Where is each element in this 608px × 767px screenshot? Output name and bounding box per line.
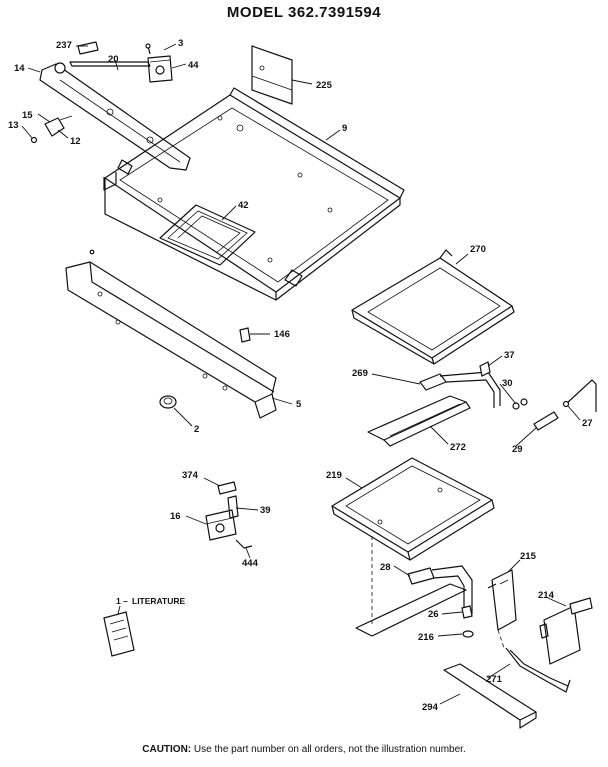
- callout-12: 12: [70, 136, 81, 147]
- valve-part-44: [147, 55, 173, 83]
- callout-269: 269: [352, 368, 368, 379]
- bracket-part-39: [227, 495, 239, 519]
- valve-part-29: [533, 411, 559, 431]
- callout-2: 2: [194, 424, 199, 435]
- clip-part-374: [217, 481, 237, 495]
- callout-44: 44: [188, 60, 199, 71]
- callout-444: 444: [242, 558, 259, 569]
- burner-pipe-part-28: [355, 565, 473, 637]
- bracket-part-225: [251, 45, 293, 105]
- tray-part-270: [351, 249, 515, 365]
- callout-16: 16: [170, 511, 181, 522]
- callout-20: 20: [108, 54, 119, 65]
- callout-26: 26: [428, 609, 439, 620]
- bracket-part-215: [487, 569, 517, 631]
- callout-270: 270: [470, 244, 486, 255]
- orifice-part-12: [44, 115, 73, 137]
- callout-3: 3: [178, 38, 183, 49]
- nut-part-13: [30, 136, 38, 144]
- literature-label: LITERATURE: [132, 596, 186, 606]
- callout-42: 42: [238, 200, 249, 211]
- tube-part-271: [505, 647, 571, 693]
- callout-29: 29: [512, 444, 523, 455]
- callout-237: 237: [56, 40, 72, 51]
- callout-225: 225: [316, 80, 333, 91]
- washer-part-216: [462, 630, 474, 638]
- elbow-part-444: [235, 539, 253, 549]
- callout-27: 27: [582, 418, 593, 429]
- caution-note: CAUTION: Use the part number on all orde…: [0, 744, 608, 755]
- nut-part-26: [461, 605, 473, 619]
- callout-146: 146: [274, 329, 290, 340]
- callout-14: 14: [14, 63, 25, 74]
- caution-text: Use the part number on all orders, not t…: [193, 744, 466, 755]
- callout-37: 37: [504, 350, 515, 361]
- leader-lines: [21, 43, 581, 705]
- valve-part-214: [539, 597, 593, 665]
- callout-294: 294: [422, 702, 439, 713]
- panel-part-294: [443, 663, 537, 729]
- callout-39: 39: [260, 505, 271, 516]
- screw-front-panel: [89, 249, 95, 255]
- bracket-part-37: [479, 361, 491, 377]
- literature-booklet: [103, 611, 135, 657]
- callout-9: 9: [342, 123, 347, 134]
- callout-374: 374: [182, 470, 199, 481]
- callout-271: 271: [486, 674, 503, 685]
- screw-part-3: [145, 43, 151, 55]
- callout-28: 28: [380, 562, 391, 573]
- burner-tube-part-14: [39, 62, 191, 171]
- callout-215: 215: [520, 551, 537, 562]
- diagram-title: MODEL 362.7391594: [226, 4, 382, 21]
- gas-pipe-part-269: [419, 371, 501, 408]
- callout-15: 15: [22, 110, 33, 121]
- valve-assembly-part-16: [205, 509, 237, 541]
- gas-tube-part-20: [69, 41, 151, 67]
- caution-label: CAUTION:: [142, 744, 192, 755]
- callout-216: 216: [418, 632, 434, 643]
- callout-219: 219: [326, 470, 342, 481]
- callout-272: 272: [450, 442, 466, 453]
- literature-label-dash: 1 –: [116, 596, 128, 606]
- knob-part-2: [159, 395, 177, 409]
- alignment-line: [497, 629, 505, 649]
- broiler-opening-part-42: [159, 204, 256, 266]
- burner-part-272: [367, 395, 471, 447]
- front-panel-part-5: [65, 261, 277, 419]
- callout-13: 13: [8, 120, 19, 131]
- bottom-tray-part-219: [331, 457, 495, 561]
- callout-30: 30: [502, 378, 513, 389]
- rod-part-27: [562, 379, 597, 412]
- burner-box-part-9: [103, 87, 405, 301]
- clip-part-146: [239, 327, 251, 343]
- callout-214: 214: [538, 590, 555, 601]
- callout-5: 5: [296, 399, 302, 410]
- bushing-part-30: [512, 398, 528, 410]
